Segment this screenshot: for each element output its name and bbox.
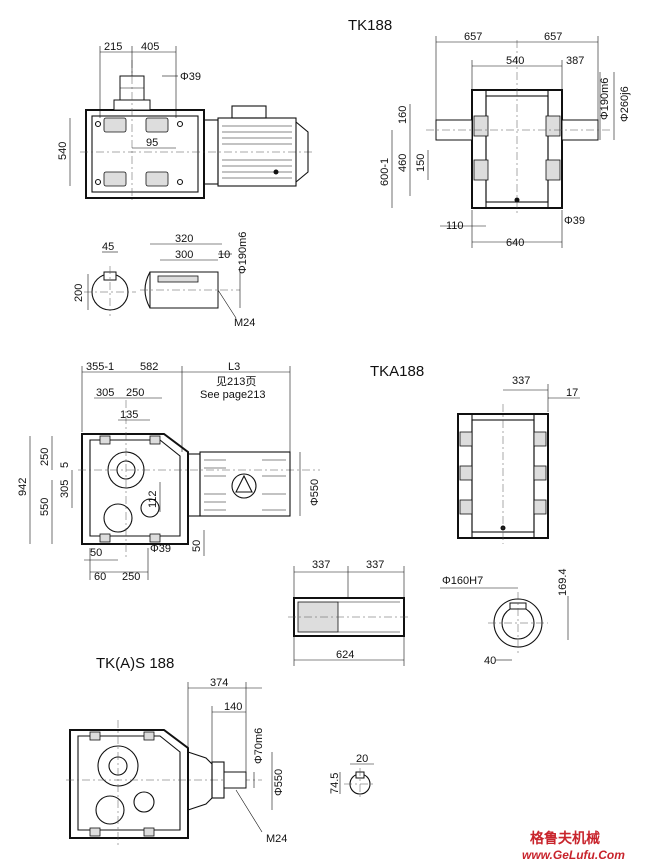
dim-337b: 337 <box>366 559 384 571</box>
dim-phi39-bottom: Φ39 <box>564 215 585 227</box>
dim-460: 460 <box>397 154 409 172</box>
tka188-end-view: 337 17 <box>457 375 580 544</box>
dim-200: 200 <box>73 284 85 302</box>
dim-540-top: 540 <box>506 55 524 67</box>
dim-657-left: 657 <box>464 31 482 43</box>
dim-540: 540 <box>57 142 69 160</box>
dim-140: 140 <box>224 701 242 713</box>
dim-v50: 50 <box>191 540 203 552</box>
dim-169: 169.4 <box>557 568 569 596</box>
hollow-shaft-section: 337 337 624 Φ160H7 169.4 40 <box>288 559 569 667</box>
dim-942: 942 <box>17 478 29 496</box>
dim-60: 60 <box>94 571 106 583</box>
dim-355: 355-1 <box>86 361 114 373</box>
dim-v112: 112 <box>147 490 159 508</box>
output-shaft-detail: 45 200 320 300 10 Φ190m6 M24 <box>73 232 255 329</box>
dim-l3: L3 <box>228 361 240 373</box>
dim-phi39: Φ39 <box>180 71 201 83</box>
title-tk188: TK188 <box>348 17 392 34</box>
dim-v5: 5 <box>59 462 71 468</box>
dim-v250: 250 <box>39 448 51 466</box>
title-tks188: TK(A)S 188 <box>96 655 174 672</box>
dim-v305: 305 <box>59 480 71 498</box>
dim-phi190m6: Φ190m6 <box>599 78 611 120</box>
dim-17: 17 <box>566 387 578 399</box>
dim-74-5: 74.5 <box>329 773 341 794</box>
tks188-side-view: 374 140 Φ70m6 Φ550 M24 20 74.5 <box>66 677 376 846</box>
dim-250: 250 <box>126 387 144 399</box>
dim-phi550: Φ550 <box>309 479 321 506</box>
brand-watermark: 格鲁夫机械 www.GeLufu.Com <box>522 830 625 862</box>
dim-150: 150 <box>415 154 427 172</box>
dim-v550: 550 <box>39 498 51 516</box>
tka-motor-fins <box>204 459 286 511</box>
tk188-side-view: 215 405 Φ39 540 95 <box>57 41 312 200</box>
dim-320: 320 <box>175 233 193 245</box>
dim-640: 640 <box>506 237 524 249</box>
dim-40: 40 <box>484 655 496 667</box>
dim-250b: 250 <box>122 571 140 583</box>
dim-160: 160 <box>397 106 409 124</box>
label-m24-top: M24 <box>234 317 255 329</box>
tk188-end-view: 657 657 540 387 Φ190m6 Φ260j6 160 460 15… <box>379 31 631 249</box>
dim-600: 600-1 <box>379 158 391 186</box>
dim-phi39: Φ39 <box>150 543 171 555</box>
title-tka188: TKA188 <box>370 363 424 380</box>
dim-300: 300 <box>175 249 193 261</box>
motor-cooling-fins <box>222 125 292 179</box>
label-see-page-en: See page213 <box>200 389 265 401</box>
dim-387: 387 <box>566 55 584 67</box>
dim-624: 624 <box>336 649 354 661</box>
dim-95: 95 <box>146 137 158 149</box>
dim-135: 135 <box>120 409 138 421</box>
dim-50: 50 <box>90 547 102 559</box>
tka188-side-view: 355-1 582 L3 见213页 See page213 305 250 1… <box>17 361 321 583</box>
brand-url: www.GeLufu.Com <box>522 848 625 862</box>
dim-215: 215 <box>104 41 122 53</box>
dim-20: 20 <box>356 753 368 765</box>
motor-logo-icon <box>231 473 257 499</box>
dim-shaft-phi190m6: Φ190m6 <box>237 232 249 274</box>
dim-phi160h7: Φ160H7 <box>442 575 483 587</box>
dim-45: 45 <box>102 241 114 253</box>
dim-305: 305 <box>96 387 114 399</box>
label-m24-bottom: M24 <box>266 833 287 845</box>
brand-name: 格鲁夫机械 <box>530 830 600 847</box>
dim-374: 374 <box>210 677 228 689</box>
dim-phi260j6: Φ260j6 <box>619 86 631 122</box>
dim-phi70m6: Φ70m6 <box>253 728 265 764</box>
label-see-page-cn: 见213页 <box>216 376 256 388</box>
dim-582: 582 <box>140 361 158 373</box>
dim-337: 337 <box>512 375 530 387</box>
dim-657-right: 657 <box>544 31 562 43</box>
dim-110: 110 <box>446 220 464 232</box>
dim-10: 10 <box>218 249 230 261</box>
dim-337a: 337 <box>312 559 330 571</box>
dim-tks-phi550: Φ550 <box>273 769 285 796</box>
dim-405: 405 <box>141 41 159 53</box>
